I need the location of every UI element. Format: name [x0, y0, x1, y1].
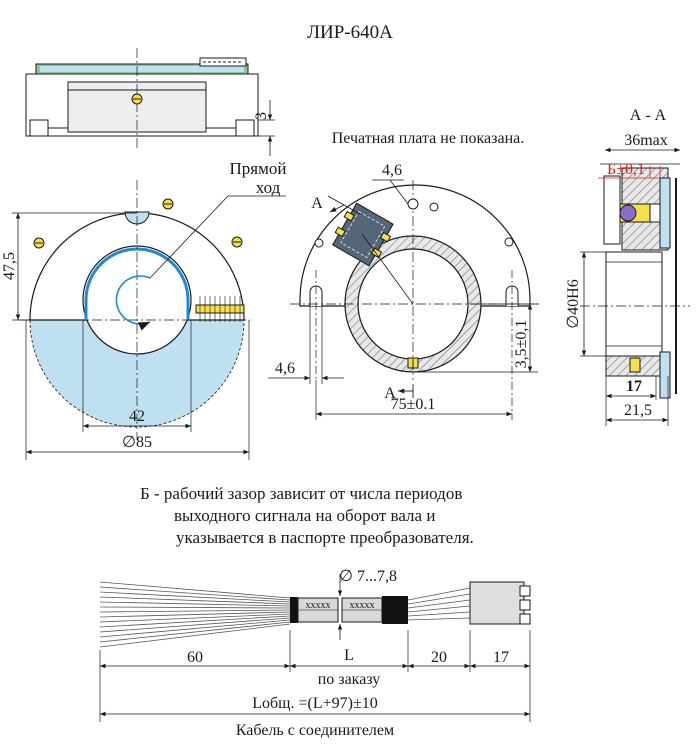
pcb-note: Печатная плата не показана.	[332, 130, 524, 147]
dim-cable-L: L	[344, 647, 354, 664]
side-view	[25, 48, 275, 156]
dim-215: 21,5	[624, 402, 652, 419]
middle-view	[268, 179, 540, 420]
dim-height: 47,5	[1, 252, 18, 280]
front-view	[12, 180, 286, 460]
cable-total-length: Lобщ. =(L+97)±10	[252, 695, 378, 712]
dim-bore: 42	[129, 408, 145, 425]
section-mark-top: А	[311, 195, 323, 212]
cable-marking-1: ххххх	[306, 600, 331, 611]
direction-label-line1: Прямой	[230, 159, 287, 178]
gap-note-line-2: выходного сигнала на оборот вала и	[174, 506, 436, 525]
dim-cable-diameter: ∅ 7...7,8	[339, 568, 397, 585]
dim-36max: 36max	[624, 132, 668, 149]
dim-outer: ∅85	[122, 434, 152, 451]
dim-gap: Б±0,1	[607, 161, 645, 178]
section-aa-view	[580, 147, 690, 426]
dim-slot: 4,6	[275, 360, 295, 377]
dim-pitch: 75±0.1	[391, 396, 436, 413]
cable-marking-2: ххххх	[350, 600, 375, 611]
drawing-title: ЛИР-640А	[307, 22, 393, 43]
dim-bore-40: ∅40Н6	[565, 279, 582, 329]
dim-offset: 3,5±0,1	[513, 320, 530, 369]
cable-caption: Кабель с соединителем	[236, 722, 394, 739]
cable-drawing	[99, 574, 531, 722]
dim-cable-17: 17	[493, 649, 509, 666]
dim-thickness: 3	[253, 112, 270, 120]
section-mark-bottom: А	[384, 385, 396, 402]
dim-17-section: 17	[626, 378, 642, 395]
direction-label-line2: ход	[256, 178, 281, 197]
section-aa-title: А - А	[630, 107, 667, 124]
dim-cable-20: 20	[431, 649, 447, 666]
dim-hole: 4,6	[382, 162, 402, 179]
gap-note-line-3: указывается в паспорте преобразователя.	[176, 528, 474, 547]
cable-on-order: по заказу	[318, 671, 381, 688]
dim-cable-60: 60	[187, 649, 203, 666]
gap-note-line-1: Б - рабочий зазор зависит от числа перио…	[140, 484, 463, 503]
